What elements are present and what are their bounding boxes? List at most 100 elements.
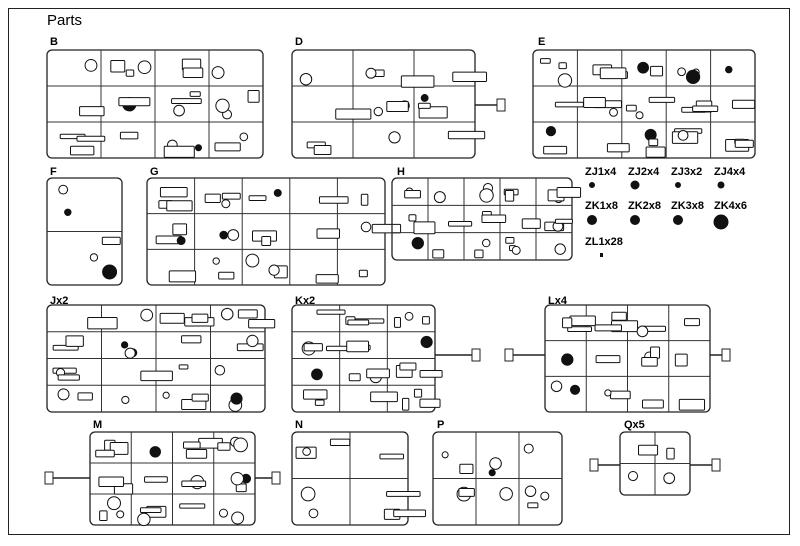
part <box>677 67 686 77</box>
part <box>411 236 424 250</box>
small-part-zl1x28 <box>600 253 603 257</box>
part <box>217 442 231 451</box>
part <box>393 317 401 328</box>
sprue-tab <box>589 458 599 472</box>
part <box>189 91 201 97</box>
part-label-zk4: ZK4x6 <box>714 200 748 212</box>
part <box>124 347 136 359</box>
part <box>346 340 370 353</box>
part <box>524 485 537 498</box>
part <box>211 66 225 80</box>
part <box>678 398 706 411</box>
sprue-tab <box>496 98 506 112</box>
part <box>335 108 372 120</box>
part <box>663 472 676 485</box>
part <box>523 443 534 454</box>
part <box>609 107 618 117</box>
sprue-label-f: F <box>50 166 57 178</box>
part <box>638 444 659 456</box>
sprue-tab <box>271 471 281 485</box>
part-label-zj1: ZJ1x4 <box>585 166 617 178</box>
part <box>358 269 368 278</box>
small-part-zj4x4 <box>717 181 725 189</box>
part <box>194 144 203 152</box>
part <box>248 318 276 329</box>
part <box>379 453 405 460</box>
part <box>227 229 240 241</box>
part <box>521 218 541 229</box>
part <box>393 509 427 518</box>
part <box>417 102 431 109</box>
part <box>408 214 417 222</box>
part <box>504 189 515 202</box>
part <box>101 236 121 245</box>
part <box>474 249 484 259</box>
part <box>419 370 443 378</box>
part <box>144 476 168 483</box>
part <box>499 487 513 501</box>
part <box>214 142 241 152</box>
part <box>685 69 701 85</box>
part <box>452 71 488 83</box>
sprue-h <box>391 177 582 261</box>
part <box>386 490 421 497</box>
part <box>641 357 658 367</box>
part <box>419 398 441 408</box>
part <box>162 391 170 399</box>
part <box>118 97 151 107</box>
part <box>360 221 372 233</box>
sprue-label-l: Lx4 <box>548 295 567 307</box>
small-part-zj1x4 <box>589 182 595 188</box>
part <box>373 106 384 117</box>
part <box>731 99 756 109</box>
part <box>268 264 280 276</box>
part <box>625 104 637 112</box>
part <box>221 192 241 200</box>
part <box>489 457 502 470</box>
part <box>107 496 121 511</box>
part <box>400 75 435 88</box>
part <box>204 193 221 203</box>
part <box>69 145 95 156</box>
part <box>511 245 521 255</box>
part <box>458 488 475 497</box>
part <box>214 364 226 376</box>
part <box>119 131 139 140</box>
part <box>230 392 243 405</box>
part <box>77 392 93 401</box>
small-part-zk4x6 <box>713 214 729 230</box>
part <box>79 106 105 117</box>
sprue-j <box>46 304 276 413</box>
sprue-tab <box>44 471 54 485</box>
part-label-zj2: ZJ2x4 <box>628 166 660 178</box>
part <box>677 129 689 141</box>
part <box>674 353 688 367</box>
sprue-q <box>589 431 721 496</box>
part <box>212 257 220 265</box>
part <box>554 218 573 224</box>
sprue-frame <box>291 49 476 159</box>
part <box>599 67 627 80</box>
part-label-zl1: ZL1x28 <box>585 236 623 248</box>
part <box>76 135 106 142</box>
part <box>215 98 230 113</box>
part <box>246 334 259 348</box>
part <box>303 343 323 352</box>
small-part-zj3x2 <box>675 182 681 188</box>
part <box>684 318 700 327</box>
part <box>98 476 125 487</box>
part <box>311 368 323 381</box>
sprue-tab <box>721 348 731 362</box>
part <box>527 502 539 509</box>
part <box>159 186 188 198</box>
part <box>348 373 361 382</box>
part <box>413 388 423 398</box>
part <box>110 60 126 73</box>
part <box>87 317 118 330</box>
part <box>219 230 229 240</box>
part <box>120 341 129 349</box>
part-label-zk2: ZK2x8 <box>628 200 662 212</box>
part <box>505 236 515 244</box>
part <box>441 451 449 459</box>
